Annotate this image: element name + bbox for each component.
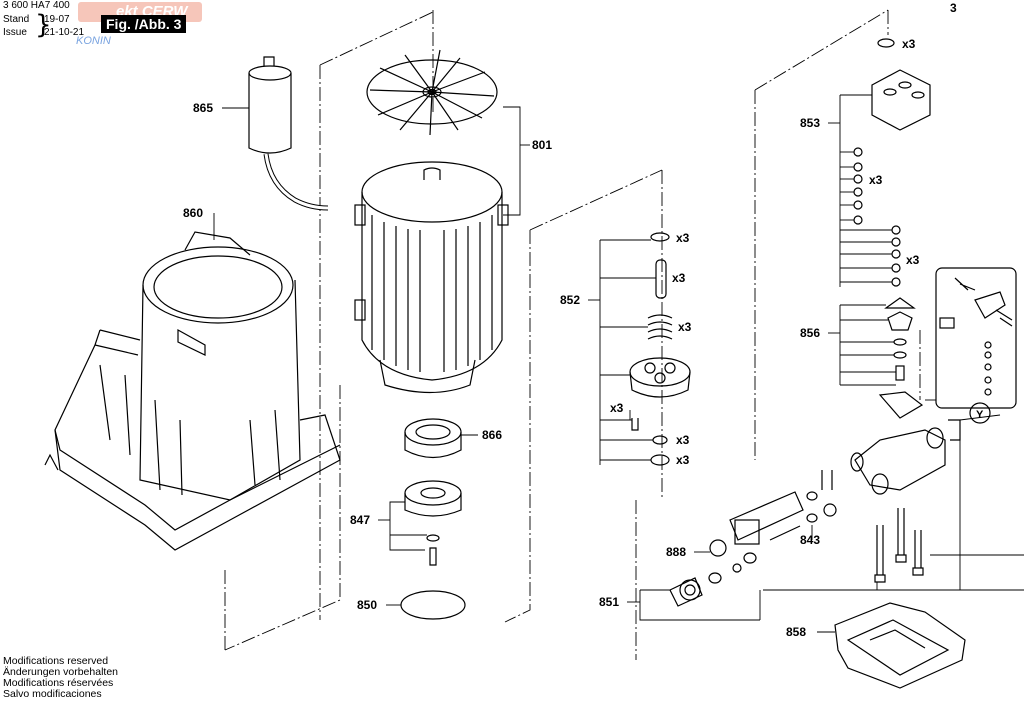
label-858: 858 [786, 625, 806, 639]
label-850: 850 [357, 598, 377, 612]
detail-y-assembly [935, 267, 1017, 409]
brace-glyph: } [35, 10, 52, 40]
figure-label: Fig. /Abb. 3 [101, 15, 187, 33]
qty-label: x3 [610, 401, 624, 415]
detail-y-callout [969, 402, 991, 424]
qty-label: x3 [906, 253, 920, 267]
qty-label: x3 [676, 433, 690, 447]
part-866-bearing [404, 418, 462, 459]
watermark-subtext: KONIN [76, 35, 111, 47]
part-865-capacitor [248, 56, 329, 211]
label-847: 847 [350, 513, 370, 527]
assembly-guide-lines [224, 9, 921, 660]
issue-label: Issue [3, 27, 27, 38]
footer-line-fr: Modifications réservées [3, 677, 114, 689]
label-3: 3 [950, 1, 957, 15]
part-850-o-ring [400, 590, 466, 620]
part-888-coupling [708, 491, 804, 584]
label-843: 843 [800, 533, 820, 547]
part-853-valve-stack [853, 38, 931, 287]
footer-line-en: Modifications reserved [3, 655, 109, 667]
part-bolts [874, 508, 924, 583]
document-number: 3 600 HA7 400 [3, 0, 70, 11]
qty-label: x3 [678, 320, 692, 334]
part-pump-head [821, 419, 961, 495]
qty-label: x3 [869, 173, 883, 187]
label-detail-y: Y [976, 409, 984, 421]
leader-lines [213, 94, 1024, 633]
part-858-cover [834, 602, 966, 689]
footer-line-de: Änderungen vorbehalten [3, 666, 119, 678]
part-852-components [629, 232, 691, 466]
part-801-motor [354, 161, 509, 394]
stand-label: Stand [3, 14, 30, 25]
qty-label: x3 [676, 231, 690, 245]
part-843-connectors [769, 491, 837, 541]
label-888: 888 [666, 545, 686, 559]
label-851: 851 [599, 595, 619, 609]
qty-label: x3 [672, 271, 686, 285]
label-856: 856 [800, 326, 820, 340]
part-labels: 865 860 801 866 847 850 852 853 856 888 … [183, 1, 984, 639]
label-860: 860 [183, 206, 203, 220]
part-801-fan [366, 49, 498, 136]
qty-label: x3 [902, 37, 916, 51]
stand-value: 19-07 [44, 14, 70, 25]
issue-value: 21-10-21 [44, 27, 85, 38]
quantity-labels: x3 x3 x3 x3 x3 x3 x3 x3 x3 [610, 37, 920, 467]
qty-label: x3 [676, 453, 690, 467]
part-860-housing [44, 231, 341, 551]
label-852: 852 [560, 293, 580, 307]
label-853: 853 [800, 116, 820, 130]
part-851-inlet-fitting [669, 577, 703, 607]
part-856-bypass-valve [878, 297, 924, 419]
label-801: 801 [532, 138, 552, 152]
label-865: 865 [193, 101, 213, 115]
part-847-wobble-plate [404, 480, 462, 566]
label-866: 866 [482, 428, 502, 442]
footer-line-es: Salvo modificaciones [3, 688, 102, 700]
